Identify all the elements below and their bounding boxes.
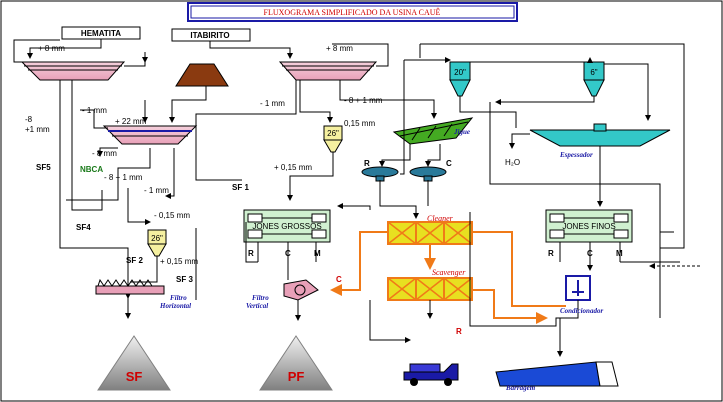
label-scavenger: Scavenger [432, 268, 466, 277]
pf-product-label: PF [288, 369, 305, 384]
jones-finos: JONES FINOS [545, 209, 633, 243]
itabirito-screen [278, 61, 378, 81]
label-r-jig: R [364, 159, 370, 168]
label-r2: R [548, 249, 554, 258]
label-plus015-a: + 0,15 mm [160, 257, 198, 266]
label-c-jig: C [446, 159, 452, 168]
label-sf4: SF4 [76, 223, 91, 232]
scavenger-bank [387, 277, 473, 301]
cyclone-20-label: 20" [454, 68, 466, 77]
label-minus1-mid: - 1 mm [144, 186, 169, 195]
haul-truck-icon [403, 363, 459, 386]
jones-grossos-label: JONES GROSSOS [252, 222, 321, 231]
label-filtro-horizontal-1: Filtro [170, 294, 187, 302]
label-minus1-left: - 1 mm [82, 106, 107, 115]
conditioner [565, 275, 591, 301]
sf-product-label: SF [126, 369, 143, 384]
label-plus22: + 22 mm [115, 117, 147, 126]
label-minus8-side-2: +1 mm [25, 125, 50, 134]
thickener [529, 123, 671, 160]
label-sf3: SF 3 [176, 275, 193, 284]
label-filtro-vertical-1: Filtro [252, 294, 269, 302]
label-nbca: NBCA [80, 165, 103, 174]
page-title: FLUXOGRAMA SIMPLIFICADO DA USINA CAUÊ [264, 7, 441, 17]
hematita-screen [20, 61, 126, 81]
jones-finos-label: JONES FINOS [562, 222, 615, 231]
label-minus1-right: - 1 mm [260, 99, 285, 108]
cyclone-6: 6" [583, 61, 605, 97]
label-minus015: - 0,15 mm [154, 211, 190, 220]
label-sf1: SF 1 [232, 183, 249, 192]
crusher-hopper [175, 63, 229, 87]
label-m1: M [314, 249, 321, 258]
label-plus015-c: 0,15 mm [344, 119, 375, 128]
jones-grossos: JONES GROSSOS [243, 209, 331, 243]
label-minus8plus1-left: - 8 + 1 mm [104, 173, 143, 182]
secondary-screen [102, 125, 198, 145]
jig [392, 117, 474, 145]
label-cleaner: Cleaner [427, 214, 454, 223]
sf-pile: SF [97, 335, 171, 391]
hematita-feed: HEMATITA [61, 26, 141, 40]
label-barragem: Barragem [505, 384, 536, 392]
cyclone-6-label: 6" [590, 68, 597, 77]
label-c1: C [285, 249, 291, 258]
label-m2: M [616, 249, 623, 258]
label-h2o: H₂O [505, 158, 520, 167]
cyclone-mid-label: 26" [327, 129, 339, 138]
label-filtro-vertical-2: Vertical [246, 302, 268, 310]
label-condicionador: Condicionador [560, 307, 603, 315]
label-sf2: SF 2 [126, 256, 143, 265]
cyclone-26-left: 26" [147, 229, 167, 257]
horizontal-filter [95, 278, 165, 295]
label-r1: R [248, 249, 254, 258]
jig-separator-r [361, 166, 399, 182]
label-jigue: Jigue [453, 128, 470, 136]
hematita-label: HEMATITA [81, 29, 121, 38]
label-espessador: Espessador [559, 151, 593, 159]
vertical-filter [283, 279, 319, 301]
label-r-orange: R [456, 327, 462, 336]
cleaner-bank [387, 221, 473, 245]
cyclone-20: 20" [449, 61, 471, 97]
itabirito-label: ITABIRITO [190, 31, 229, 40]
label-c2: C [587, 249, 593, 258]
cyclone-left-label: 26" [151, 234, 163, 243]
pf-pile: PF [259, 335, 333, 391]
label-minus8: - 8 mm [92, 149, 117, 158]
label-c-orange: C [336, 275, 342, 284]
itabirito-feed: ITABIRITO [171, 28, 251, 42]
dam-icon [495, 361, 619, 387]
label-minus8-side-1: -8 [25, 115, 33, 124]
label-plus015-b: + 0,15 mm [274, 163, 312, 172]
jig-separator-c [409, 166, 447, 182]
label-filtro-horizontal-2: Horizontal [159, 302, 191, 310]
label-plus8-right: + 8 mm [326, 44, 353, 53]
label-minus8plus1-right: - 8 + 1 mm [344, 96, 383, 105]
title-box: FLUXOGRAMA SIMPLIFICADO DA USINA CAUÊ [187, 2, 518, 22]
label-plus8-left: + 8 mm [38, 44, 65, 53]
cyclone-26-mid: 26" [323, 125, 343, 153]
label-sf5: SF5 [36, 163, 51, 172]
